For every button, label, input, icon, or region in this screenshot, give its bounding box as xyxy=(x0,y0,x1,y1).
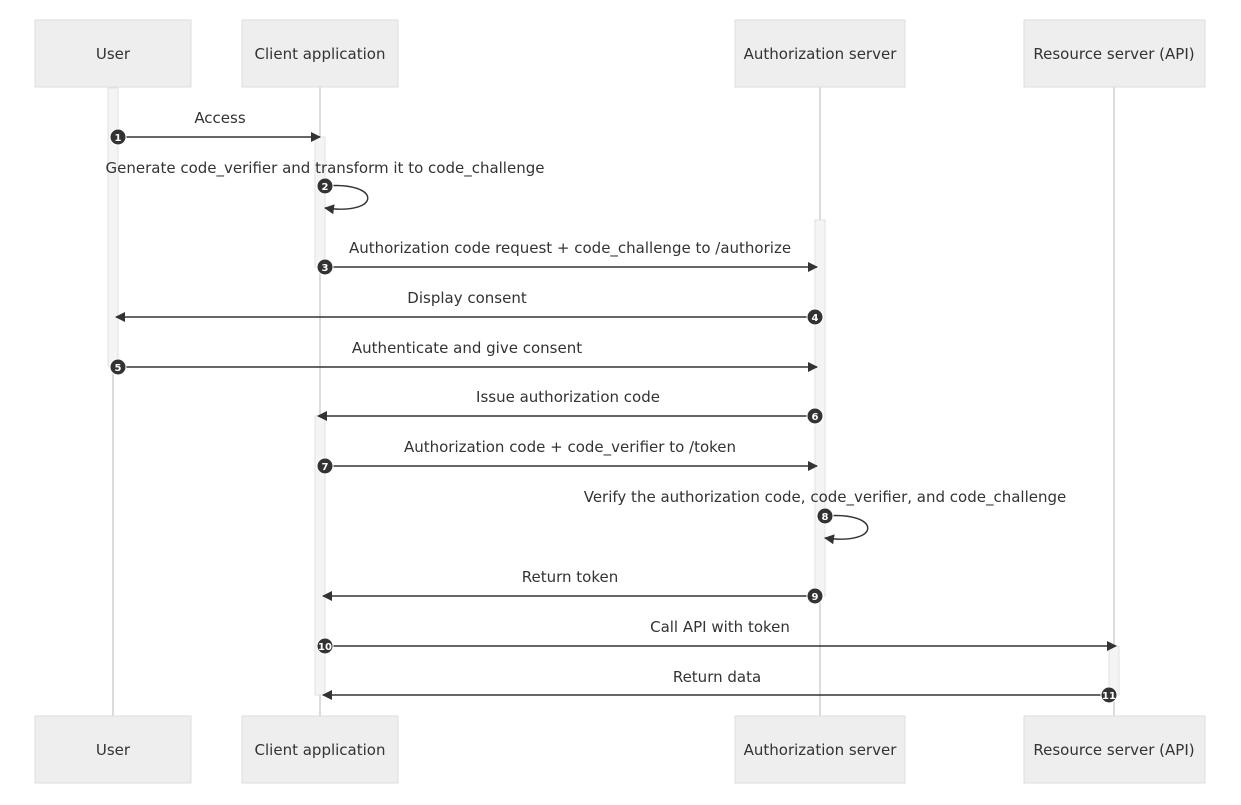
sequence-number: 4 xyxy=(812,313,819,324)
sequence-number-badge xyxy=(109,358,127,376)
message-label: Display consent xyxy=(407,289,527,307)
sequence-number: 11 xyxy=(1102,691,1116,702)
participant-label: Resource server (API) xyxy=(1033,741,1194,759)
activation-client-1 xyxy=(314,136,326,268)
message-label: Return data xyxy=(673,668,761,686)
sequence-number: 9 xyxy=(812,592,819,603)
participant-client-application-top: Client application xyxy=(241,19,399,88)
sequence-number-badge xyxy=(806,308,824,326)
sequence-number-badge xyxy=(316,457,334,475)
message-label: Access xyxy=(194,109,246,127)
sequence-number-badge xyxy=(109,128,127,146)
participant-label: Client application xyxy=(255,741,386,759)
participant-user-top: User xyxy=(34,19,192,88)
message-label: Call API with token xyxy=(650,618,790,636)
message-11: Return data 11 xyxy=(322,668,1118,704)
message-4: Display consent 4 xyxy=(115,289,824,326)
sequence-number-badge xyxy=(316,177,334,195)
sequence-number: 1 xyxy=(115,133,122,144)
participant-label: Resource server (API) xyxy=(1033,45,1194,63)
sequence-number: 2 xyxy=(322,182,329,193)
sequence-number-badge xyxy=(316,637,334,655)
participant-authorization-server-bottom: Authorization server xyxy=(734,715,906,784)
message-9: Return token 9 xyxy=(322,568,824,605)
participant-client-application-bottom: Client application xyxy=(241,715,399,784)
sequence-number: 8 xyxy=(822,512,829,523)
sequence-number-badge xyxy=(316,258,334,276)
participant-label: User xyxy=(96,45,131,63)
sequence-number: 5 xyxy=(115,363,122,374)
message-label: Authorization code request + code_challe… xyxy=(349,239,791,258)
sequence-number-badge xyxy=(806,587,824,605)
message-label: Authenticate and give consent xyxy=(352,339,582,357)
participant-label: User xyxy=(96,741,131,759)
participant-label: Client application xyxy=(255,45,386,63)
sequence-number-badge xyxy=(1100,686,1118,704)
participant-resource-server-top: Resource server (API) xyxy=(1023,19,1206,88)
participant-label: Authorization server xyxy=(744,741,898,759)
self-message-arrow xyxy=(324,184,369,215)
sequence-number: 10 xyxy=(318,642,332,653)
message-label: Return token xyxy=(522,568,619,586)
message-label: Verify the authorization code, code_veri… xyxy=(584,488,1067,507)
sequence-number: 6 xyxy=(812,412,819,423)
participant-authorization-server-top: Authorization server xyxy=(734,19,906,88)
message-1: Access 1 xyxy=(109,109,321,146)
sequence-number-badge xyxy=(816,507,834,525)
participant-resource-server-bottom: Resource server (API) xyxy=(1023,715,1206,784)
message-label: Issue authorization code xyxy=(476,388,660,406)
message-6: Issue authorization code 6 xyxy=(317,388,824,425)
message-7: Authorization code + code_verifier to /t… xyxy=(316,438,818,475)
participant-user-bottom: User xyxy=(34,715,192,784)
participant-label: Authorization server xyxy=(744,45,898,63)
message-label: Generate code_verifier and transform it … xyxy=(106,159,545,178)
message-label: Authorization code + code_verifier to /t… xyxy=(404,438,736,457)
message-10: Call API with token 10 xyxy=(316,618,1117,655)
message-2: Generate code_verifier and transform it … xyxy=(106,159,545,215)
message-8: Verify the authorization code, code_veri… xyxy=(584,488,1067,545)
sequence-number: 7 xyxy=(322,462,329,473)
message-3: Authorization code request + code_challe… xyxy=(316,239,818,276)
sequence-number-badge xyxy=(806,407,824,425)
sequence-number: 3 xyxy=(322,263,329,274)
self-message-arrow xyxy=(824,514,869,545)
message-5: Authenticate and give consent 5 xyxy=(109,339,818,376)
